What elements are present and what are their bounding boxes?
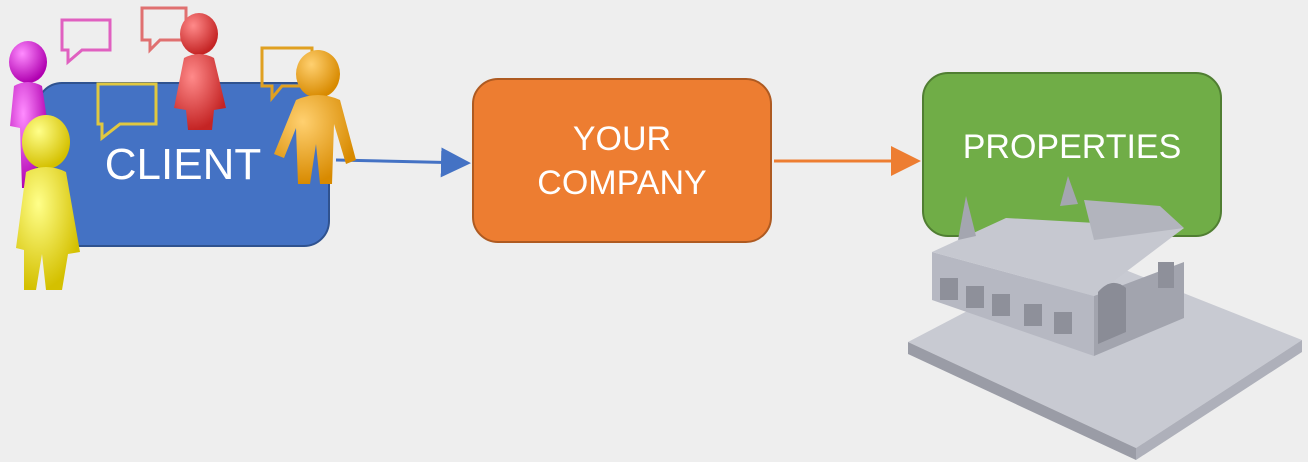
client-label: CLIENT: [104, 139, 262, 189]
arrow-client-to-company: [335, 147, 471, 178]
your-company-label: YOUR COMPANY: [537, 119, 707, 202]
house-3d-model-icon: [908, 176, 1302, 460]
your-company-box: YOUR COMPANY: [472, 78, 772, 243]
people-with-speech-bubbles-icon: [9, 6, 356, 290]
properties-box: PROPERTIES: [922, 72, 1222, 237]
properties-label: PROPERTIES: [962, 128, 1182, 166]
